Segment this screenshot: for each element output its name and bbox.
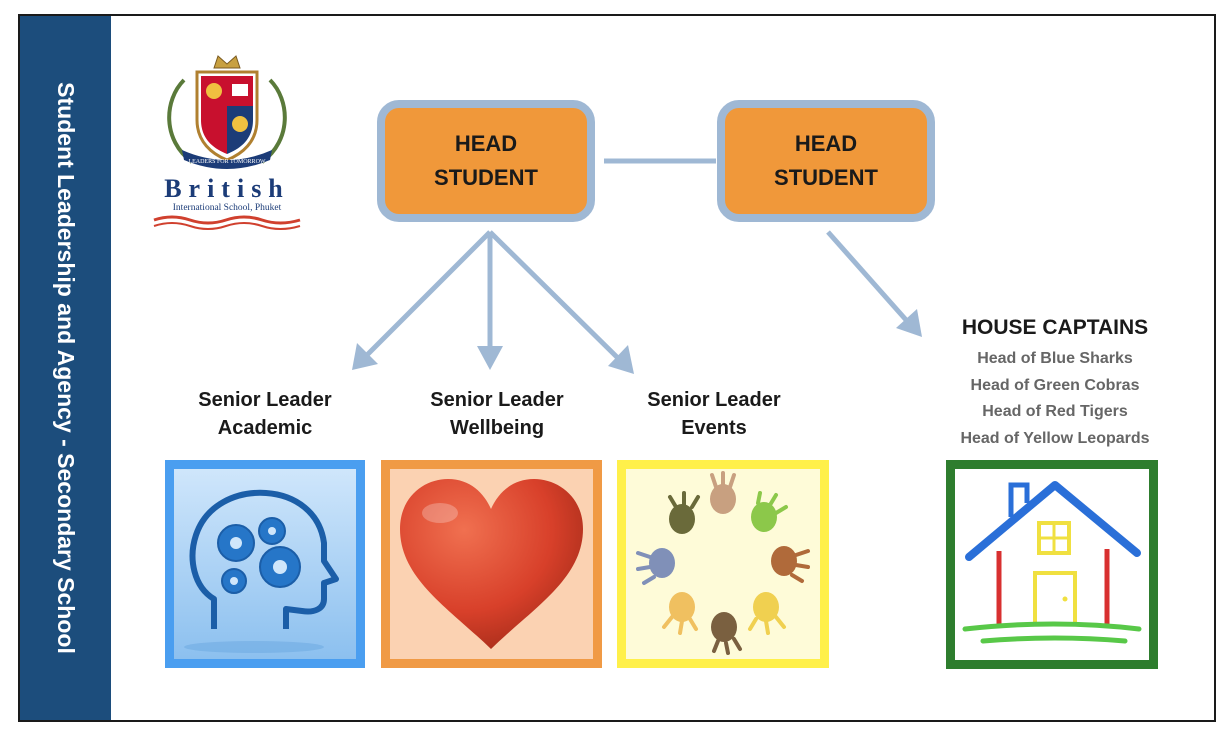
- heart-icon: [400, 479, 583, 649]
- house-item-green-cobras: Head of Green Cobras: [970, 376, 1140, 394]
- house-captains-title: HOUSE CAPTAINS: [961, 316, 1149, 339]
- senior-leader-events-label: Senior Leader Events: [614, 386, 814, 442]
- wellbeing-tile: [381, 460, 602, 668]
- events-line1: Senior Leader: [647, 389, 781, 411]
- head-student-2-line1: HEAD: [794, 131, 858, 156]
- wellbeing-line1: Senior Leader: [430, 389, 564, 411]
- logo-subtitle: International School, Phuket: [172, 203, 282, 213]
- head-student-box-1: HEAD STUDENT: [377, 100, 595, 222]
- house-captains-list: Head of Blue Sharks Head of Green Cobras…: [930, 346, 1180, 452]
- academic-line2: Academic: [217, 417, 313, 439]
- head-student-1-line1: HEAD: [454, 131, 518, 156]
- slide-frame: [18, 14, 1216, 722]
- logo-name: British: [164, 174, 290, 203]
- handprints-circle-icon: [636, 471, 810, 655]
- house-item-blue-sharks: Head of Blue Sharks: [977, 350, 1133, 367]
- house-item-red-tigers: Head of Red Tigers: [982, 403, 1128, 420]
- head-student-2-line2: STUDENT: [774, 165, 878, 190]
- academic-line1: Senior Leader: [198, 389, 332, 411]
- school-logo: LEADERS FOR TOMORROW British Internation…: [152, 50, 302, 230]
- arrow-to-house-captains: [826, 230, 917, 332]
- house-icon: [962, 481, 1142, 644]
- arrow-to-academic: [358, 230, 492, 364]
- wave-icon: [153, 215, 301, 230]
- house-item-yellow-leopards: Head of Yellow Leopards: [960, 429, 1150, 447]
- events-tile: [617, 460, 829, 668]
- senior-leader-wellbeing-label: Senior Leader Wellbeing: [397, 386, 597, 442]
- academic-tile: [165, 460, 365, 668]
- head-gears-icon: [174, 469, 356, 659]
- head-student-1-line2: STUDENT: [434, 165, 538, 190]
- senior-leader-academic-label: Senior Leader Academic: [165, 386, 365, 442]
- arrow-to-events: [488, 230, 628, 368]
- head-student-box-2: HEAD STUDENT: [717, 100, 935, 222]
- sidebar: Student Leadership and Agency - Secondar…: [20, 16, 111, 720]
- house-tile: [946, 460, 1158, 669]
- crest-icon: LEADERS FOR TOMORROW: [167, 55, 287, 169]
- wellbeing-line2: Wellbeing: [449, 417, 545, 439]
- logo-motto: LEADERS FOR TOMORROW: [188, 159, 265, 165]
- events-line2: Events: [681, 417, 747, 439]
